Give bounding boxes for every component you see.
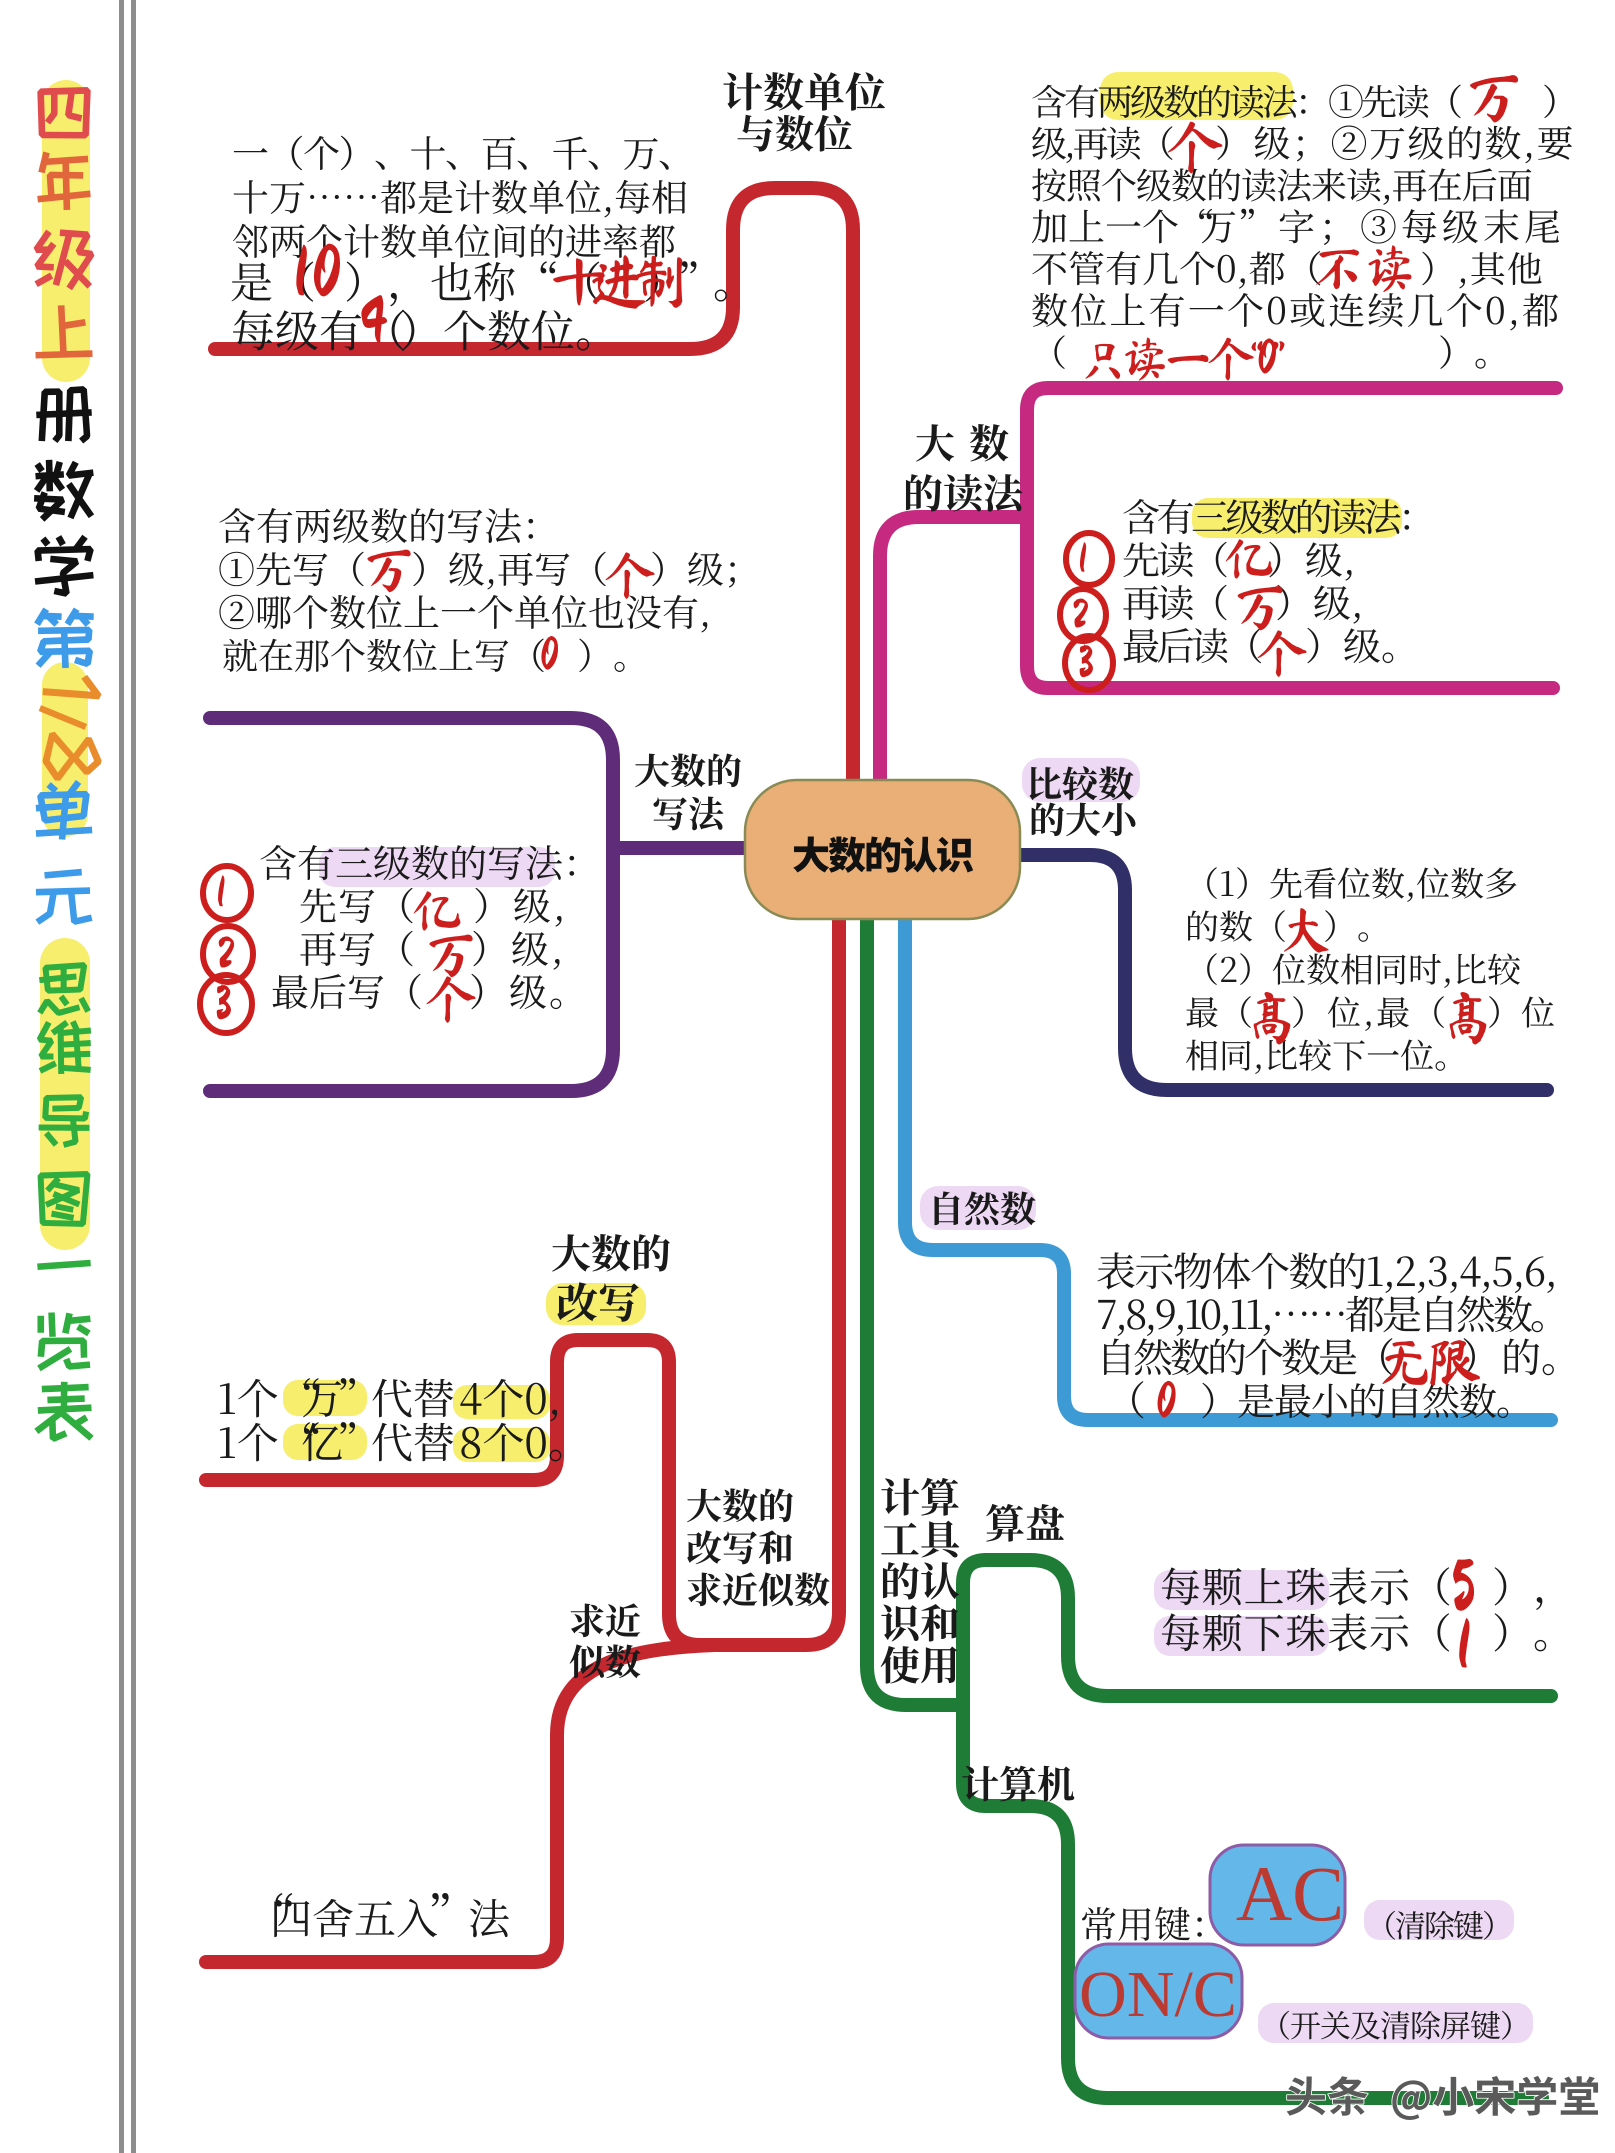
svg-text:AC: AC <box>1236 1850 1344 1937</box>
svg-text:ON/C: ON/C <box>1079 1958 1237 2031</box>
